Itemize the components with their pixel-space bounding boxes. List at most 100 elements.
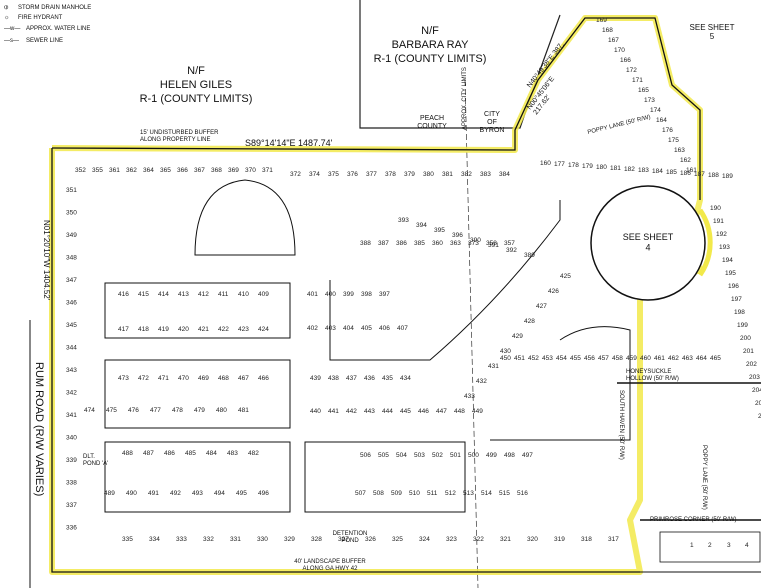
lot-409: 409 (258, 291, 269, 298)
lot-440: 440 (310, 408, 321, 415)
lot-506: 506 (360, 452, 371, 459)
lot-336: 336 (66, 525, 77, 532)
lot-468: 468 (218, 375, 229, 382)
lot-431: 431 (488, 363, 499, 370)
lot-161: 161 (686, 167, 697, 174)
lot-351: 351 (66, 187, 77, 194)
lot-388: 388 (360, 240, 371, 247)
lot-398: 398 (361, 291, 372, 298)
lot-508: 508 (373, 490, 384, 497)
lot-426: 426 (548, 288, 559, 295)
lot-422: 422 (218, 326, 229, 333)
lot-496: 496 (258, 490, 269, 497)
lot-514: 514 (481, 490, 492, 497)
lot-442: 442 (346, 408, 357, 415)
rum-road-label: RUM ROAD (R/W VARIES) (33, 362, 45, 496)
lot-372: 372 (290, 171, 301, 178)
lot-380: 380 (423, 171, 434, 178)
lot-184: 184 (652, 168, 663, 175)
legend-sym-2: —w— (4, 26, 20, 32)
corner-lot-3: 3 (727, 542, 731, 549)
lot-337: 337 (66, 502, 77, 509)
lot-322: 322 (473, 536, 484, 543)
lot-166: 166 (620, 57, 631, 64)
lot-423: 423 (238, 326, 249, 333)
lot-373: 373 (468, 240, 479, 247)
bearing-north: S89°14'14"E 1487.74' (245, 138, 333, 148)
lot-190: 190 (710, 205, 721, 212)
lot-416: 416 (118, 291, 129, 298)
lot-362: 362 (126, 167, 137, 174)
lot-163: 163 (674, 147, 685, 154)
lot-177: 177 (554, 161, 565, 168)
lot-343: 343 (66, 367, 77, 374)
lot-390: 390 (470, 237, 481, 244)
lot-375: 375 (328, 171, 339, 178)
lot-206: 206 (758, 413, 761, 420)
lot-348: 348 (66, 255, 77, 262)
lot-188: 188 (708, 172, 719, 179)
lot-182: 182 (624, 166, 635, 173)
street-south-haven: SOUTH HAVEN (50' R/W) (618, 390, 624, 460)
lot-376: 376 (347, 171, 358, 178)
lot-203: 203 (749, 374, 760, 381)
bearing-west: N01°20'10"W 1404.52' (42, 220, 51, 301)
lot-395: 395 (434, 227, 445, 234)
lot-470: 470 (178, 375, 189, 382)
lot-471: 471 (158, 375, 169, 382)
lot-167: 167 (608, 37, 619, 44)
owner-ray: N/F BARBARA RAY R-1 (COUNTY LIMITS) (374, 25, 487, 65)
lot-412: 412 (198, 291, 209, 298)
lot-357: 357 (504, 240, 515, 247)
dlt-pond: DLT.POND 'A' (83, 454, 108, 467)
lot-451: 451 (514, 355, 525, 362)
owner-giles-zone: R-1 (COUNTY LIMITS) (140, 93, 253, 105)
lot-432: 432 (476, 378, 487, 385)
lot-328: 328 (311, 536, 322, 543)
lot-365: 365 (160, 167, 171, 174)
lot-164: 164 (656, 117, 667, 124)
lot-374: 374 (309, 171, 320, 178)
lot-459: 459 (626, 355, 637, 362)
lot-162: 162 (680, 157, 691, 164)
lot-196: 196 (728, 283, 739, 290)
lot-371: 371 (262, 167, 273, 174)
lot-199: 199 (737, 322, 748, 329)
lot-333: 333 (176, 536, 187, 543)
lot-384: 384 (499, 171, 510, 178)
lot-364: 364 (143, 167, 154, 174)
lot-479: 479 (194, 407, 205, 414)
lot-399: 399 (343, 291, 354, 298)
lot-181: 181 (610, 165, 621, 172)
lot-341: 341 (66, 412, 77, 419)
lot-332: 332 (203, 536, 214, 543)
lot-500: 500 (468, 452, 479, 459)
lot-452: 452 (528, 355, 539, 362)
lot-444: 444 (382, 408, 393, 415)
lot-193: 193 (719, 244, 730, 251)
lot-516: 516 (517, 490, 528, 497)
legend-text-3: SEWER LINE (26, 38, 63, 44)
lot-198: 198 (734, 309, 745, 316)
lot-349: 349 (66, 232, 77, 239)
lot-486: 486 (164, 450, 175, 457)
lot-391: 391 (488, 242, 499, 249)
owner-giles: N/F HELEN GILES R-1 (COUNTY LIMITS) (140, 65, 253, 105)
lot-402: 402 (307, 325, 318, 332)
lot-504: 504 (396, 452, 407, 459)
lot-346: 346 (66, 300, 77, 307)
lot-323: 323 (446, 536, 457, 543)
owner-giles-name: HELEN GILES (160, 79, 232, 91)
lot-469: 469 (198, 375, 209, 382)
lot-415: 415 (138, 291, 149, 298)
lot-511: 511 (427, 490, 438, 497)
lot-403: 403 (325, 325, 336, 332)
lot-378: 378 (385, 171, 396, 178)
lot-406: 406 (379, 325, 390, 332)
lot-480: 480 (216, 407, 227, 414)
lot-414: 414 (158, 291, 169, 298)
